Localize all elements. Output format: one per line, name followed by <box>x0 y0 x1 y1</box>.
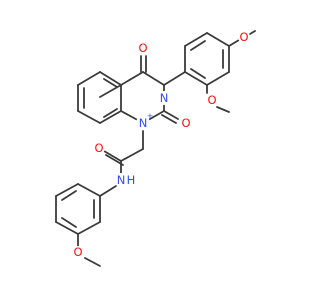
atom-o-amide: O <box>94 141 103 155</box>
atom-o-c4-carbonyl: O <box>138 41 147 55</box>
methoxyphenyl-ring <box>55 183 101 267</box>
dimethoxyphenyl-ring <box>163 30 256 113</box>
acetamide-linker <box>99 130 144 197</box>
benzo-ring <box>77 71 122 124</box>
atom-o-c2-carbonyl: O <box>181 116 190 130</box>
atom-o-anisole: O <box>73 245 82 259</box>
structure-diagram: O O O N N + O O N H O <box>55 30 256 267</box>
atom-labels: O O O N N + O O N H O <box>72 30 250 259</box>
molecule-canvas: O O O N N + O O N H O <box>55 30 256 267</box>
atom-n1-charge: + <box>147 112 154 121</box>
atom-n-amide: N <box>117 173 126 187</box>
atom-n3: N <box>160 91 169 105</box>
atom-n1: N <box>139 116 148 130</box>
atom-o-methoxy-top: O <box>239 30 248 44</box>
atom-h-amide: H <box>127 173 136 187</box>
atom-o-methoxy-mid: O <box>207 93 216 107</box>
